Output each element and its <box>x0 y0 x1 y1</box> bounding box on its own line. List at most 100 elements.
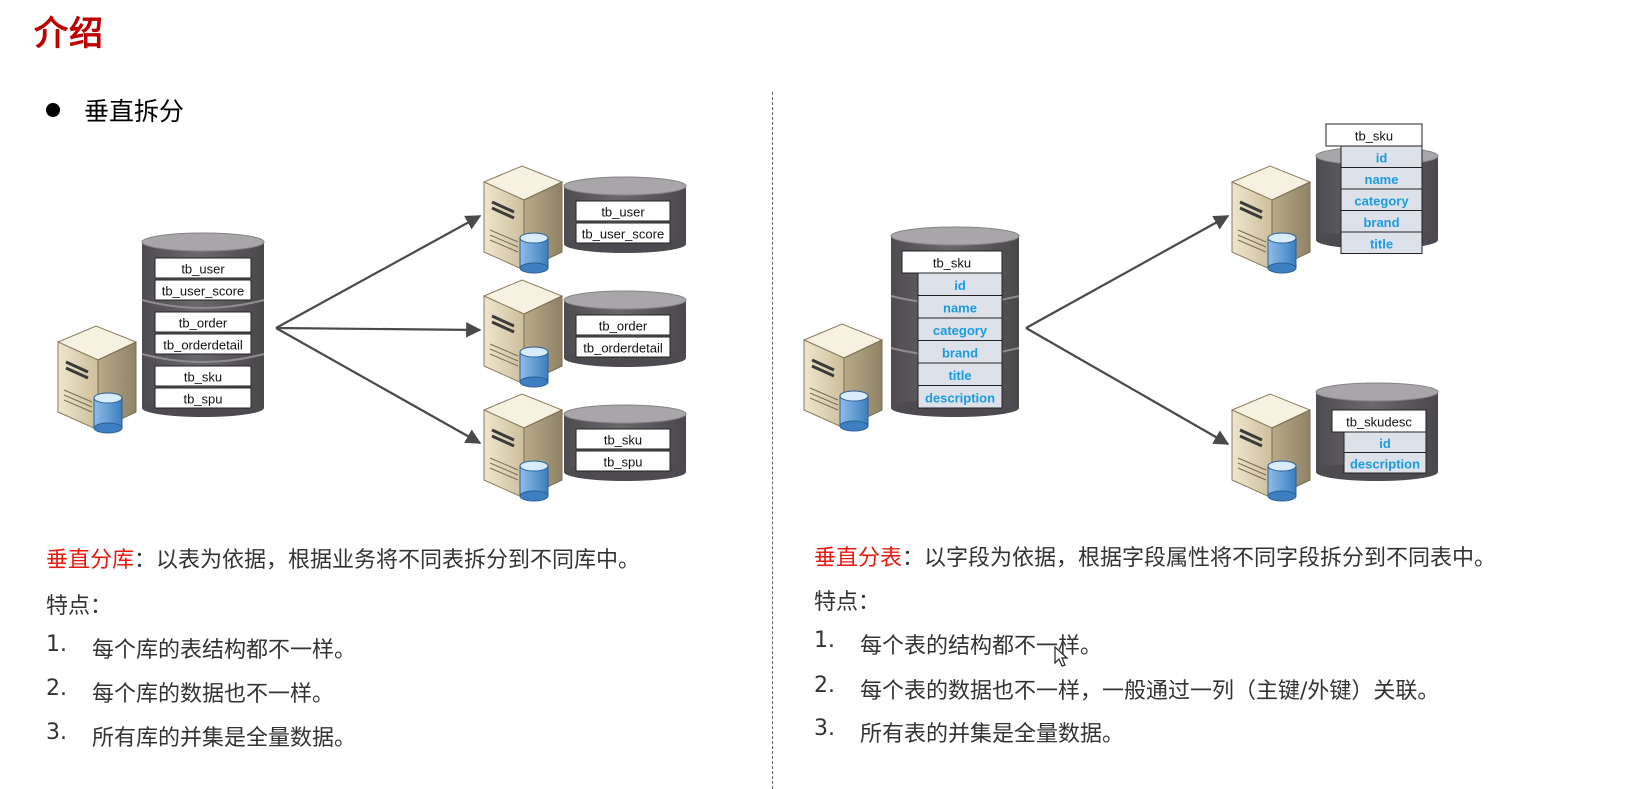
right-feature-2: 2. 每个表的数据也不一样，一般通过一列（主键/外键）关联。 <box>814 673 1439 705</box>
source-table-tb_user_score-box <box>154 279 252 301</box>
cylinder-top <box>1315 382 1439 402</box>
source-db-band-2 <box>141 353 265 363</box>
left-feature-1-num: 1. <box>46 632 67 657</box>
source-table-tb_user_score: tb_user_score <box>162 284 244 299</box>
left-feature-3-num: 3. <box>46 720 67 745</box>
arrow-to-db-3 <box>275 327 482 444</box>
target-sku-field-brand: brand <box>1363 215 1399 230</box>
bullet-text: 垂直拆分 <box>84 97 185 126</box>
target-sku-field-category: category <box>1354 193 1409 208</box>
source-sku-field-id: id <box>954 278 966 293</box>
source-sku-field-brand: brand <box>942 345 978 360</box>
right-feature-1-num: 1. <box>814 628 835 653</box>
source-table-tb_order: tb_order <box>179 316 228 331</box>
source-table-tb_spu-box <box>154 387 252 409</box>
arrow-to-table-2 <box>1025 327 1230 445</box>
target-skudesc-field-description: description <box>1350 456 1420 471</box>
target-skudesc-field-description-box <box>1343 452 1427 474</box>
table-target-server-1 <box>1230 165 1312 274</box>
source-sku-field-name: name <box>943 300 977 315</box>
left-feature-2-text: 每个库的数据也不一样。 <box>92 682 335 707</box>
server-vents <box>63 389 93 413</box>
left-feature-1: 1. 每个库的表结构都不一样。 <box>46 632 356 664</box>
target-sku-header: tb_sku <box>1355 129 1393 144</box>
target-table-tb_orderdetail-box <box>575 336 671 358</box>
disk-top <box>519 232 549 244</box>
server-vents <box>489 343 519 367</box>
target-table-tb_order: tb_order <box>599 319 648 334</box>
target-table-tb_spu-box <box>575 450 671 472</box>
right-features-label: 特点： <box>814 590 881 615</box>
page-title: 介绍 <box>34 14 104 54</box>
disk-bottom <box>519 262 549 274</box>
source-sku-field-title: title <box>948 368 971 383</box>
disk-bottom <box>839 420 869 432</box>
source-table-tb_sku: tb_sku <box>184 370 222 385</box>
server-slots <box>1239 428 1263 448</box>
target-table-tb_spu: tb_spu <box>603 455 642 470</box>
disk-bottom <box>519 376 549 388</box>
source-table-tb_user-box <box>154 257 252 279</box>
source-table-tb_user: tb_user <box>181 262 225 277</box>
server-slots <box>491 200 515 220</box>
disk-bottom <box>519 490 549 502</box>
disk-bottom <box>1267 490 1297 502</box>
right-feature-3-text: 所有表的并集是全量数据。 <box>860 722 1125 747</box>
left-feature-3: 3. 所有库的并集是全量数据。 <box>46 720 356 752</box>
target-table-tb_orderdetail: tb_orderdetail <box>583 341 663 356</box>
right-feature-2-num: 2. <box>814 673 835 698</box>
disk-top <box>93 392 123 404</box>
source-table-tb_spu: tb_spu <box>183 392 222 407</box>
source-table-tb_sku-box <box>154 365 252 387</box>
source-db-band-1 <box>141 299 265 309</box>
source-sku-header: tb_sku <box>933 256 971 271</box>
server-slots <box>491 314 515 334</box>
server-vents <box>1237 457 1267 481</box>
disk-top <box>519 346 549 358</box>
target-table-tb_user-box <box>575 200 671 222</box>
right-heading: 垂直分表 <box>814 546 903 571</box>
section-divider <box>772 92 773 789</box>
right-description: 垂直分表：以字段为依据，根据字段属性将不同字段拆分到不同表中。 <box>814 540 1496 572</box>
server-slots <box>811 358 835 378</box>
target-table-tb_user: tb_user <box>601 205 645 220</box>
mouse-cursor-icon <box>1054 646 1069 667</box>
bullet-dot <box>46 103 60 117</box>
left-description-text: ：以表为依据，根据业务将不同表拆分到不同库中。 <box>134 548 641 573</box>
cylinder-top <box>563 404 687 424</box>
source-table-tb_orderdetail-box <box>154 333 252 355</box>
source-server <box>56 325 138 434</box>
left-feature-3-text: 所有库的并集是全量数据。 <box>92 726 357 751</box>
server-vents <box>809 387 839 411</box>
target-server-3 <box>482 393 564 502</box>
source-table-tb_order-box <box>154 311 252 333</box>
server-vents <box>489 457 519 481</box>
cylinder-top <box>563 290 687 310</box>
right-feature-3: 3. 所有表的并集是全量数据。 <box>814 716 1124 748</box>
target-table-tb_user_score: tb_user_score <box>582 227 664 242</box>
arrow-to-db-1 <box>275 215 482 329</box>
cylinder-top <box>141 232 265 252</box>
target-sku-field-id: id <box>1376 150 1388 165</box>
arrow-to-table-1 <box>1025 215 1230 329</box>
source-sku-field-category: category <box>933 323 988 338</box>
cylinder-top <box>563 176 687 196</box>
server-slots <box>65 360 89 380</box>
target-table-tb_user_score-box <box>575 222 671 244</box>
disk-top <box>519 460 549 472</box>
table-target-server-2 <box>1230 393 1312 502</box>
source-sku-field-description-box <box>917 385 1003 409</box>
left-description: 垂直分库：以表为依据，根据业务将不同表拆分到不同库中。 <box>46 542 640 574</box>
target-server-1 <box>482 165 564 274</box>
disk-bottom <box>1267 262 1297 274</box>
target-skudesc-field-id: id <box>1379 436 1391 451</box>
right-feature-3-num: 3. <box>814 716 835 741</box>
disk-top <box>839 390 869 402</box>
left-feature-2-num: 2. <box>46 676 67 701</box>
arrow-to-db-2 <box>275 322 482 338</box>
disk-top <box>1267 460 1297 472</box>
left-feature-2: 2. 每个库的数据也不一样。 <box>46 676 334 708</box>
right-feature-2-text: 每个表的数据也不一样，一般通过一列（主键/外键）关联。 <box>860 679 1440 704</box>
server-vents <box>1237 229 1267 253</box>
